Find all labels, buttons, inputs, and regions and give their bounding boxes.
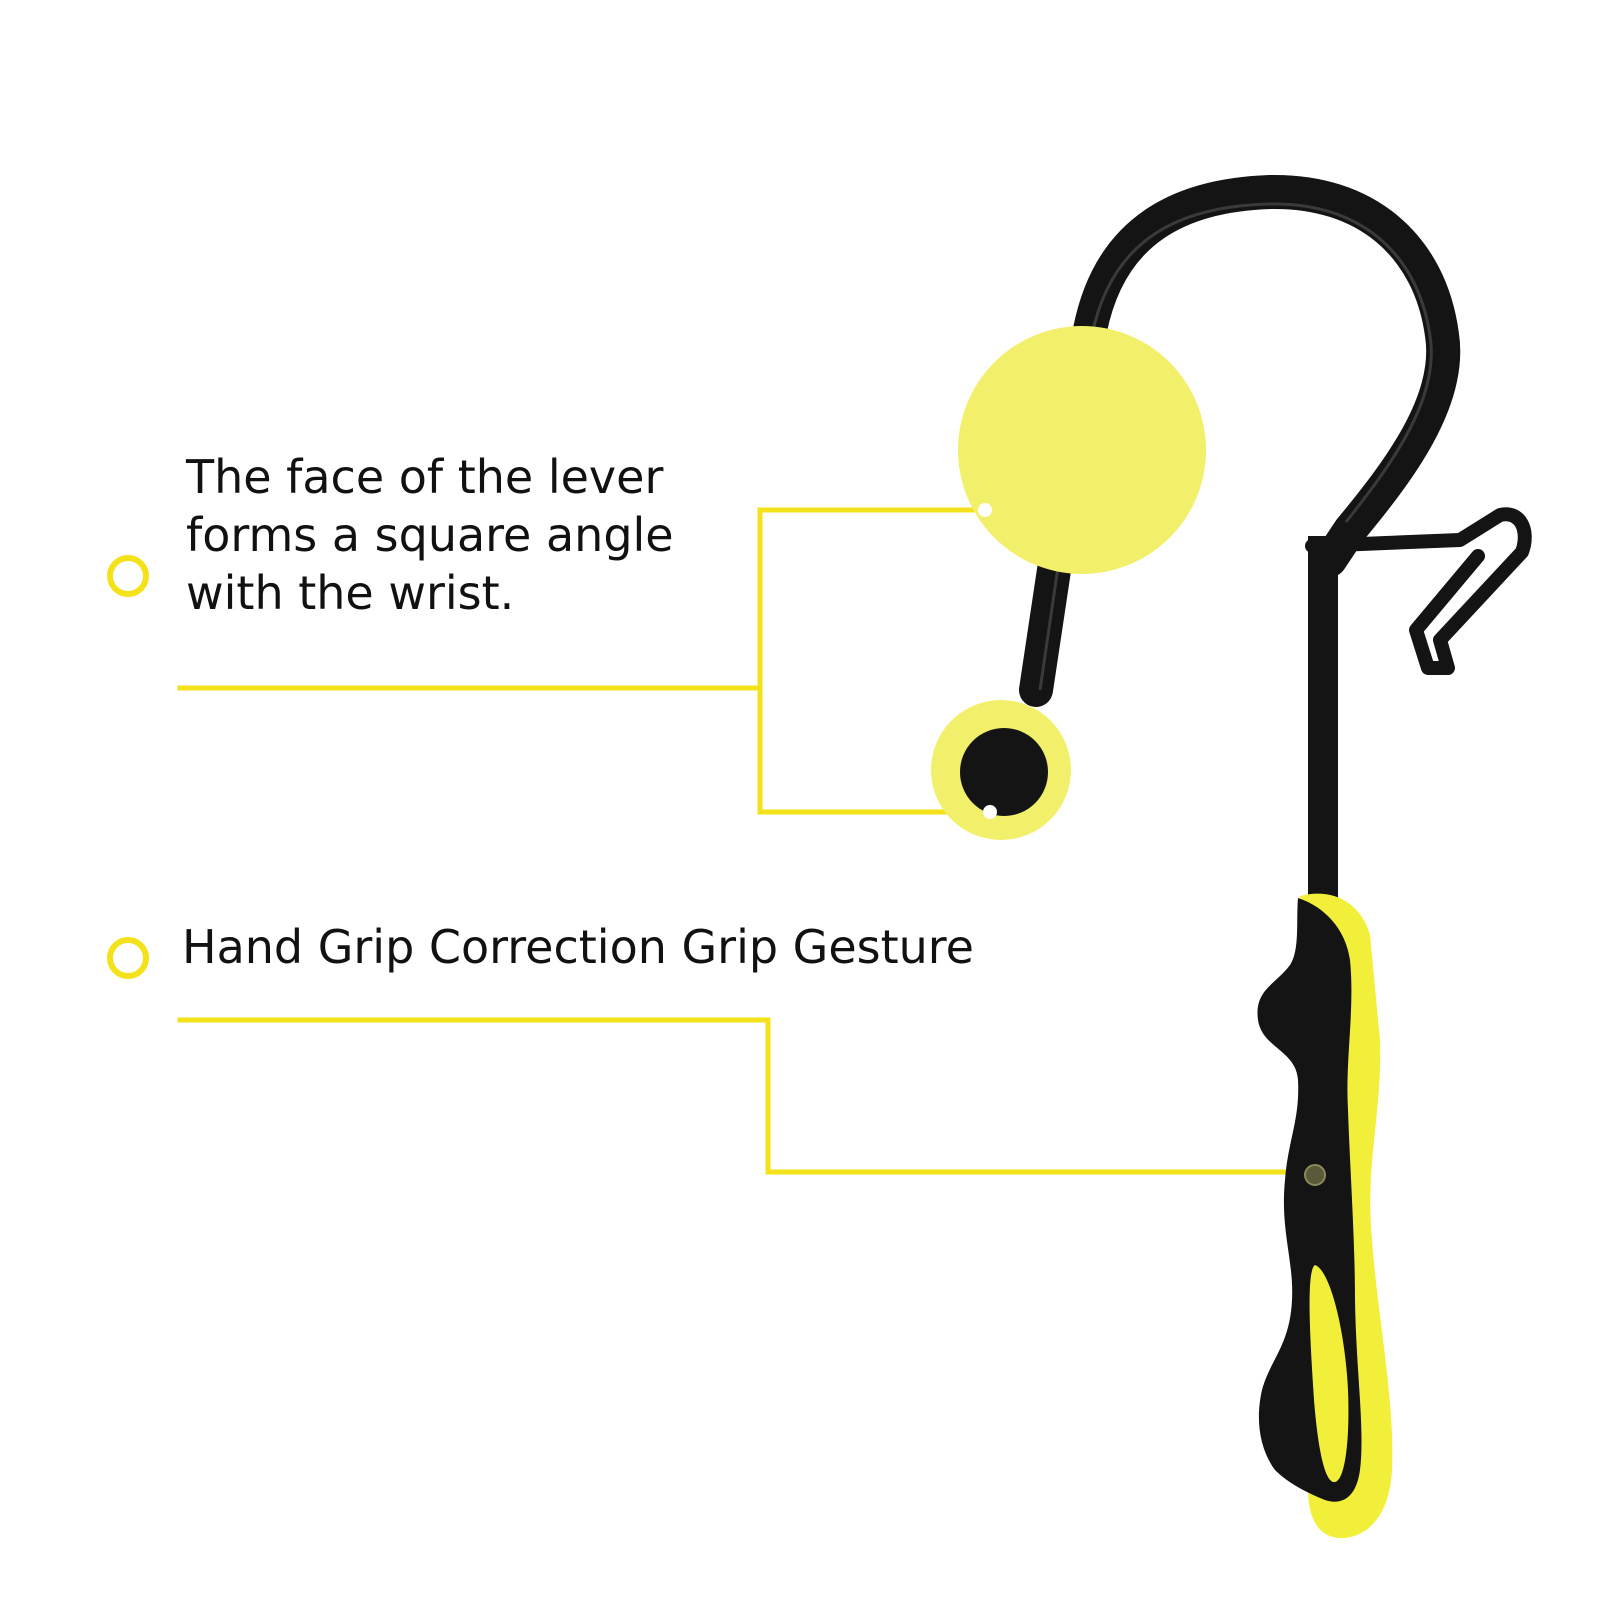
shaft-clip — [1305, 507, 1532, 675]
hook-arc-ridge — [1038, 202, 1433, 691]
grip-rivet — [1304, 1164, 1326, 1186]
leader-line-1 — [177, 507, 988, 815]
callout-hand-grip: Hand Grip Correction Grip Gesture — [182, 920, 974, 974]
callout-dot-1 — [978, 503, 992, 517]
shaft — [1308, 536, 1338, 916]
hook-arc — [1019, 174, 1461, 707]
leader-line-2 — [177, 1017, 1293, 1175]
ring-bullet-icon — [107, 937, 149, 979]
ring-bullet-icon — [107, 555, 149, 597]
lever-face-disc — [958, 326, 1206, 574]
leader-lines — [177, 507, 1293, 1175]
wrist-pad-center — [960, 728, 1048, 816]
grip-yellow-insert — [1309, 1265, 1349, 1483]
callout-dot-2 — [983, 805, 997, 819]
callout-lever-face: The face of the lever forms a square ang… — [186, 450, 674, 620]
